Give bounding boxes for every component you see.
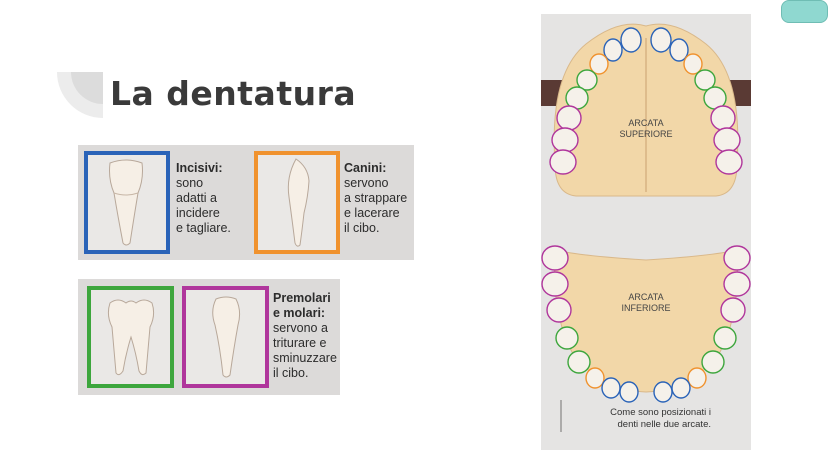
lower-arch-label: ARCATA INFERIORE — [621, 292, 671, 313]
canine-tooth-icon — [287, 158, 310, 247]
corner-button[interactable] — [781, 0, 828, 23]
title-decoration-icon — [57, 72, 103, 118]
dental-arches-diagram: ARCATA SUPERIORE ARCATA INFERIORE Come s… — [541, 14, 751, 450]
incisor-tooth-icon — [109, 159, 143, 246]
premolars-molars-card: Premolari e molari: servono a triturare … — [78, 279, 340, 395]
dental-arches-icon — [541, 23, 751, 432]
diagram-caption: Come sono posizionati i denti nelle due … — [610, 407, 711, 430]
molar-description: Premolari e molari: servono a triturare … — [273, 291, 337, 380]
incisors-canines-card: Incisivi: sono adatti a incidere e tagli… — [78, 145, 414, 260]
slide-title: La dentatura — [110, 74, 357, 113]
molar-tooth-icon — [107, 299, 155, 376]
premolar-tooth-icon — [212, 296, 241, 378]
canine-description: Canini: servono a strappare e lacerare i… — [344, 161, 408, 235]
incisor-description: Incisivi: sono adatti a incidere e tagli… — [176, 161, 231, 235]
upper-arch-label: ARCATA SUPERIORE — [619, 118, 673, 139]
